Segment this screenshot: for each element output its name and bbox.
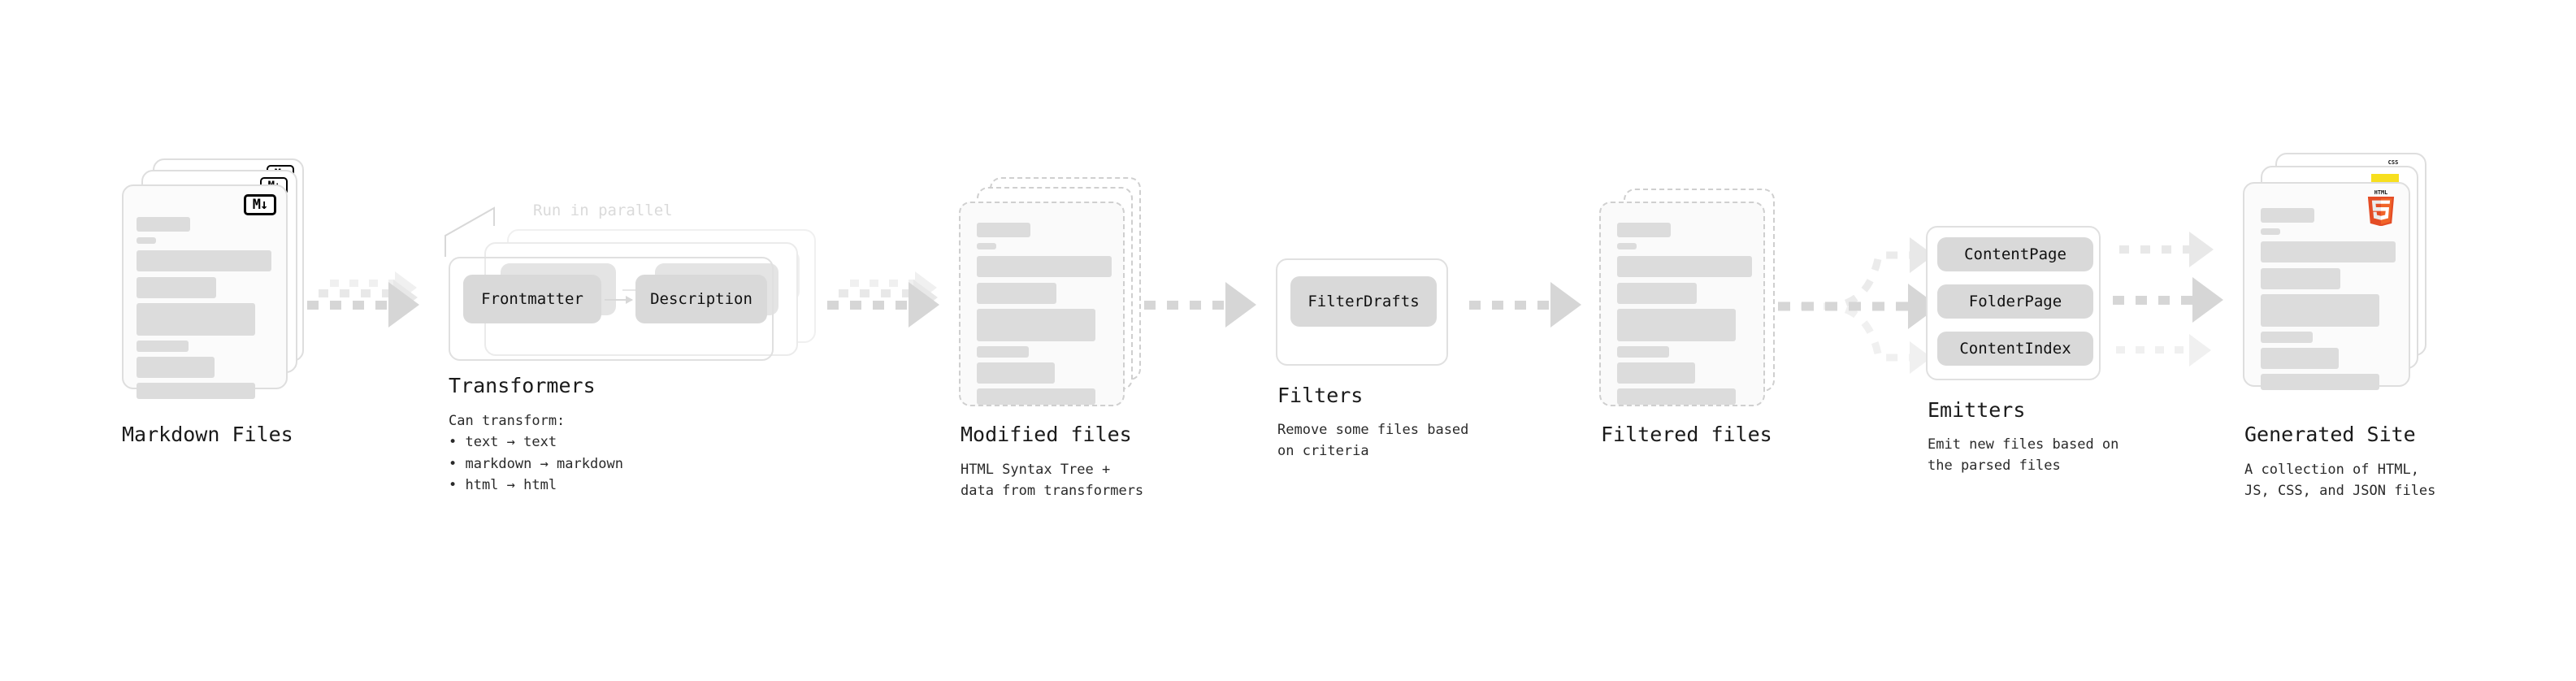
arrow-head-icon <box>2192 277 2223 323</box>
filters-box: FilterDrafts <box>1276 258 1448 366</box>
skeleton-bar <box>977 309 1095 341</box>
skeleton-bar <box>2261 332 2313 343</box>
filtered-files-card-stack <box>1599 189 1786 424</box>
markdown-files-title: Markdown Files <box>122 423 293 446</box>
modified-files-description: HTML Syntax Tree + data from transformer… <box>961 462 1144 500</box>
connector-modified-to-filters <box>1144 282 1266 332</box>
node-modified-files <box>959 177 1146 413</box>
filter-pill-filterdrafts[interactable]: FilterDrafts <box>1290 276 1437 327</box>
skeleton-bar <box>2261 208 2314 223</box>
arrow-head-icon <box>1550 282 1581 327</box>
markdown-files-card-stack: M↓ M↓ M↓ <box>122 158 309 399</box>
transformer-pill-description[interactable]: Description <box>635 275 767 323</box>
skeleton-bar <box>977 283 1056 304</box>
node-markdown-files: M↓ M↓ M↓ <box>122 158 309 399</box>
connector-dash <box>827 301 912 310</box>
connector-emitters-to-site <box>2113 226 2259 388</box>
markdown-card-front: M↓ <box>122 184 288 399</box>
filtered-card-front <box>1599 202 1765 406</box>
skeleton-bar <box>137 237 156 244</box>
connector-transformers-to-modified <box>827 271 949 333</box>
skeleton-bar <box>137 217 190 232</box>
connector-dash <box>839 289 917 297</box>
skeleton-bar <box>1617 256 1752 277</box>
filtered-files-title: Filtered files <box>1601 423 1772 446</box>
skeleton-bar <box>137 383 255 399</box>
filters-title: Filters <box>1277 384 1364 407</box>
run-in-parallel-label: Run in parallel <box>533 202 673 219</box>
skeleton-bar <box>137 277 216 298</box>
skeleton-bar <box>137 340 189 352</box>
skeleton-bar <box>2261 374 2379 390</box>
emitters-box: ContentPage FolderPage ContentIndex <box>1926 226 2101 380</box>
emitter-pill-folderpage[interactable]: FolderPage <box>1937 284 2093 319</box>
skeleton-bar <box>977 256 1112 277</box>
connector-dash <box>2113 296 2196 305</box>
skeleton-bar <box>977 346 1029 358</box>
skeleton-bar <box>1617 388 1736 405</box>
arrow-head-icon <box>1225 282 1256 327</box>
inner-arrow-icon <box>605 296 633 304</box>
generated-site-title: Generated Site <box>2244 423 2416 446</box>
css-label: CSS <box>2387 159 2399 166</box>
skeleton-bar <box>977 243 996 249</box>
transformer-pill-frontmatter[interactable]: Frontmatter <box>463 275 601 323</box>
connector-filtered-to-emitters <box>1778 228 1941 390</box>
skeleton-bar <box>2261 294 2379 327</box>
transformers-box-front: Frontmatter Description <box>449 257 774 361</box>
skeleton-bar <box>1617 346 1669 358</box>
connector-dash <box>2116 346 2192 354</box>
skeleton-bar <box>2261 268 2340 289</box>
skeleton-bar <box>2261 348 2339 369</box>
arrow-head-icon <box>388 282 419 327</box>
connector-dash <box>330 280 398 287</box>
node-generated-site: CSS HTML <box>2243 153 2438 397</box>
parallel-bracket-icon <box>445 206 495 257</box>
skeleton-bar <box>2261 228 2280 235</box>
connector-filters-to-filtered <box>1469 282 1591 332</box>
skeleton-bar <box>137 357 215 378</box>
skeleton-bar <box>1617 223 1671 237</box>
modified-files-title: Modified files <box>961 423 1132 446</box>
skeleton-bar <box>977 223 1030 237</box>
arrow-head-icon <box>2189 334 2211 367</box>
generated-site-card-stack: CSS HTML <box>2243 153 2438 397</box>
fan-out-paths <box>1778 251 1915 362</box>
connector-dash <box>2119 245 2192 254</box>
connector-dash <box>850 280 918 287</box>
connector-dash <box>1144 301 1229 310</box>
modified-files-card-stack <box>959 177 1146 413</box>
emitters-description: Emit new files based on the parsed files <box>1928 436 2119 475</box>
modified-card-front <box>959 202 1125 406</box>
connector-dash <box>307 301 392 310</box>
emitters-title: Emitters <box>1928 398 2026 422</box>
skeleton-bar <box>1617 283 1697 304</box>
filters-description: Remove some files based on criteria <box>1277 422 1469 460</box>
connector-dash <box>319 289 397 297</box>
skeleton-bar <box>977 388 1095 405</box>
transformers-description: Can transform: • text → text • markdown … <box>449 413 623 494</box>
svg-text:HTML: HTML <box>2374 189 2388 196</box>
skeleton-bar <box>137 250 271 271</box>
markdown-icon: M↓ <box>244 194 276 215</box>
node-filtered-files <box>1599 189 1786 424</box>
transformers-title: Transformers <box>449 374 596 397</box>
connector-markdown-to-transformers <box>307 271 429 333</box>
skeleton-bar <box>1617 309 1736 341</box>
arrow-head-icon <box>2189 232 2214 267</box>
arrow-head-icon <box>909 282 939 327</box>
skeleton-bar <box>977 362 1055 384</box>
skeleton-bar <box>1617 243 1637 249</box>
emitter-pill-contentpage[interactable]: ContentPage <box>1937 237 2093 271</box>
emitter-pill-contentindex[interactable]: ContentIndex <box>1937 332 2093 366</box>
skeleton-bar <box>137 303 255 336</box>
generated-site-description: A collection of HTML, JS, CSS, and JSON … <box>2244 462 2436 500</box>
generated-card-front: HTML <box>2243 182 2410 390</box>
skeleton-bar <box>1617 362 1695 384</box>
connector-dash <box>1469 301 1554 310</box>
html5-icon: HTML <box>2367 189 2395 226</box>
skeleton-bar <box>2261 241 2396 262</box>
